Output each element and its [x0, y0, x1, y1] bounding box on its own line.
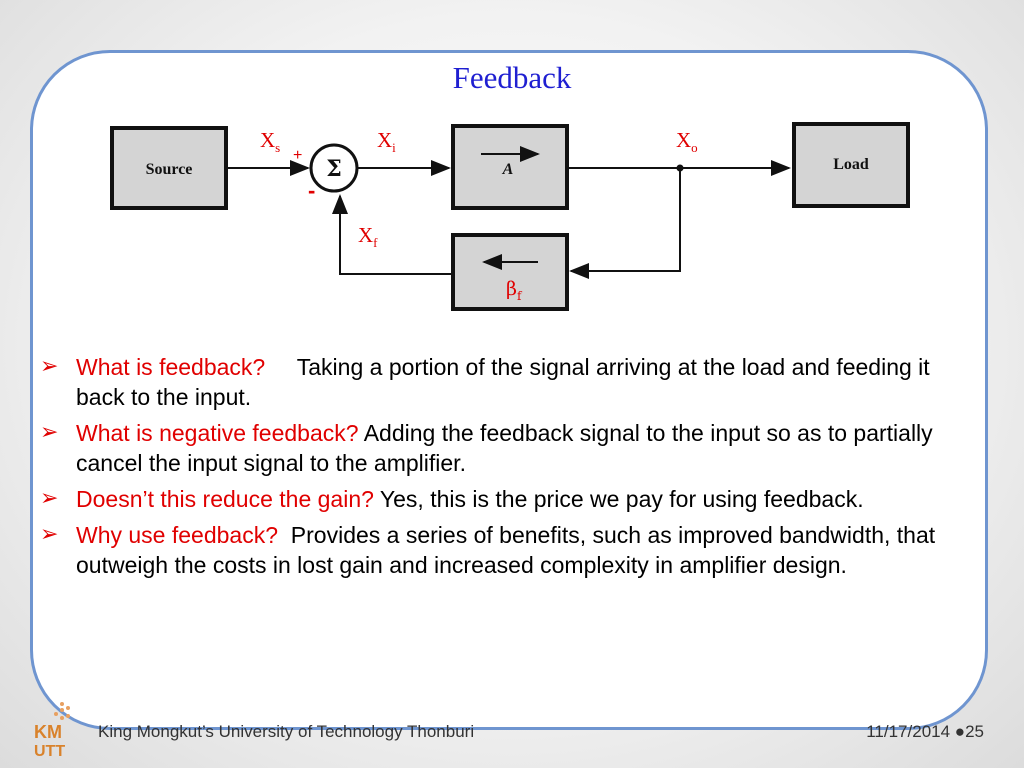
bullet-question: What is feedback? [76, 354, 266, 380]
source-block: Source [110, 126, 228, 210]
plus-sign: + [293, 147, 302, 164]
feedback-to-summer-line [332, 194, 453, 275]
footer-institution: King Mongkut’s University of Technology … [98, 722, 475, 741]
amplifier-block: A [451, 124, 569, 210]
arrow-bullet-icon: ➢ [40, 420, 59, 445]
separator-dot-icon: ● [954, 722, 966, 741]
footer-date: 11/17/2014 [866, 722, 951, 741]
feedback-block-diagram: Source Σ + - A Load [86, 102, 938, 334]
arrow-bullet-icon: ➢ [40, 486, 59, 511]
page-number: 25 [965, 722, 984, 741]
load-label: Load [833, 156, 869, 173]
bullet-list: ➢ What is feedback? Taking a portion of … [40, 352, 980, 586]
bullet-item: ➢ Doesn’t this reduce the gain? Yes, thi… [40, 484, 980, 514]
bullet-item: ➢ Why use feedback? Provides a series of… [40, 520, 980, 580]
bullet-answer: Adding the feedback signal to the input … [76, 420, 933, 476]
bullet-answer: Yes, this is the price we pay for using … [379, 486, 864, 512]
arrow-bullet-icon: ➢ [40, 522, 59, 547]
xi-label: Xi [377, 128, 396, 155]
slide-title: Feedback [452, 60, 572, 95]
xo-label: Xo [676, 128, 698, 155]
arrow-bullet-icon: ➢ [40, 354, 59, 379]
amp-label: A [502, 161, 514, 178]
load-block: Load [792, 122, 910, 208]
xs-label: Xs [260, 128, 280, 155]
bullet-question: What is negative feedback? [76, 420, 359, 446]
source-label: Source [146, 161, 193, 178]
minus-sign: - [308, 178, 315, 203]
logo-line2: UTT [34, 743, 65, 758]
xf-label: Xf [358, 223, 378, 250]
beta-label: βf [506, 278, 523, 303]
sum-symbol: Σ [326, 156, 342, 182]
bullet-answer: Provides a series of benefits, such as i… [76, 522, 936, 578]
bullet-item: ➢ What is feedback? Taking a portion of … [40, 352, 980, 412]
output-to-feedback-line [569, 168, 681, 279]
bullet-question: Why use feedback? [76, 522, 279, 548]
logo-line1: KM [34, 722, 62, 742]
bullet-item: ➢ What is negative feedback? Adding the … [40, 418, 980, 478]
bullet-question: Doesn’t this reduce the gain? [76, 486, 374, 512]
summing-junction: Σ [309, 143, 359, 193]
university-logo: KM UTT [32, 700, 76, 760]
footer-date-page: 11/17/2014 ●25 [866, 722, 984, 742]
bullet-answer: Taking a portion of the signal arriving … [76, 354, 930, 410]
feedback-block [451, 233, 569, 311]
